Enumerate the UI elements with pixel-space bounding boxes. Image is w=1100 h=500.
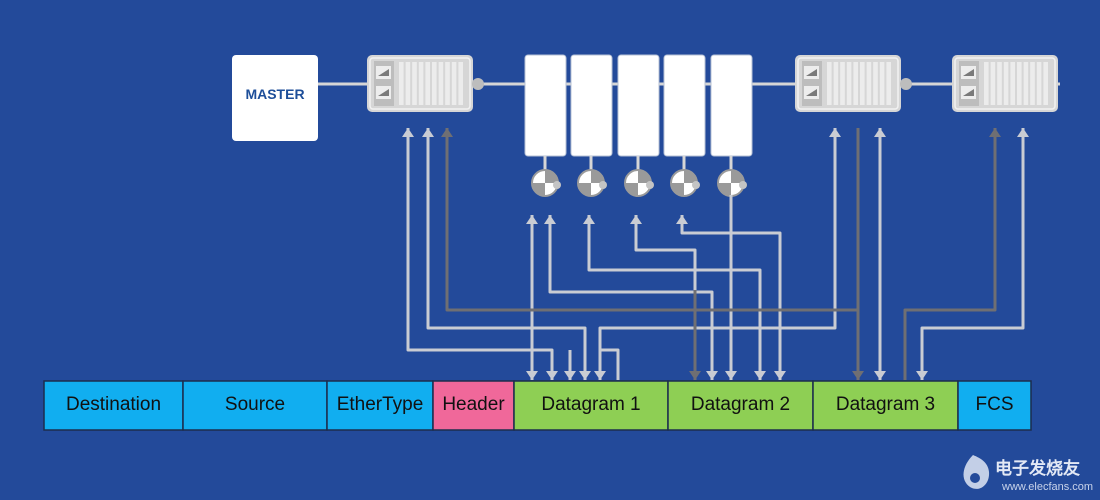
arrow-head-icon	[689, 371, 701, 380]
elecfans-watermark: 电子发烧友 www.elecfans.com	[963, 455, 1093, 493]
data-flow-arrow-9	[874, 128, 886, 380]
data-flow-arrow-11	[725, 195, 737, 380]
drive-motor-icon	[577, 169, 607, 197]
arrow-head-icon	[564, 371, 576, 380]
watermark-url: www.elecfans.com	[1001, 481, 1093, 493]
data-flow-arrow-12	[600, 348, 620, 380]
frame-field-header: Header	[432, 380, 515, 431]
ethernet-frame: Destination Source EtherType Header Datagram…	[43, 380, 1032, 431]
data-flow-arrow-7	[676, 215, 782, 380]
data-flow-arrow-1	[402, 128, 554, 380]
frame-field-label: Datagram 2	[691, 394, 790, 415]
data-flow-arrow-10	[920, 128, 1029, 380]
io-module-3	[952, 55, 1058, 112]
frame-entry-arrow-9	[526, 371, 538, 380]
arrow-head-icon	[441, 128, 453, 137]
arrow-head-icon	[989, 128, 1001, 137]
arrow-head-icon	[402, 128, 414, 137]
frame-field-label: Destination	[66, 394, 161, 415]
arrow-head-icon	[852, 371, 864, 380]
drive-motor-icon	[624, 169, 654, 197]
frame-entry-arrow-1	[546, 371, 558, 380]
terminal-block-3	[617, 54, 660, 197]
arrow-head-icon	[544, 215, 556, 224]
arrow-head-icon	[676, 215, 688, 224]
watermark-glyph: 电子发烧友	[995, 458, 1080, 478]
data-flow-arrow-16	[564, 350, 576, 380]
arrow-head-icon	[583, 215, 595, 224]
frame-field-datagram-3: Datagram 3	[812, 380, 959, 431]
arrow-head-icon	[774, 371, 786, 380]
frame-field-destination: Destination	[43, 380, 184, 431]
terminal-block-5	[710, 54, 753, 197]
data-flow-arrow-5	[583, 215, 762, 380]
arrow-head-icon	[754, 371, 766, 380]
watermark-logo-icon	[963, 455, 990, 489]
terminal-block-2	[570, 54, 613, 197]
data-flow-arrow-2	[422, 128, 587, 380]
frame-entry-arrow-2	[579, 371, 591, 380]
data-flow-arrow-6	[630, 215, 697, 380]
data-flow-arrow-8	[598, 128, 841, 380]
terminal-block-4	[663, 54, 706, 197]
drive-motor-icon	[531, 169, 561, 197]
frame-entry-arrow-8	[916, 371, 928, 380]
arrow-head-icon	[630, 215, 642, 224]
frame-field-label: EtherType	[337, 394, 424, 415]
master-node: MASTER	[232, 55, 318, 141]
io-module-1	[367, 55, 484, 112]
frame-field-label: Datagram 3	[836, 394, 935, 415]
frame-field-label: FCS	[976, 394, 1014, 415]
data-flow-arrow-13	[441, 128, 860, 312]
frame-entry-arrow-6	[774, 371, 786, 380]
data-flow-arrow-17	[689, 290, 701, 380]
data-flow-arrow-15	[903, 128, 1001, 380]
frame-entry-arrow-3	[594, 371, 606, 380]
arrow-head-icon	[526, 215, 538, 224]
frame-field-datagram-1: Datagram 1	[513, 380, 669, 431]
drive-motor-icon	[717, 169, 747, 197]
arrow-head-icon	[422, 128, 434, 137]
arrow-head-icon	[1017, 128, 1029, 137]
frame-entry-arrow-4	[706, 371, 718, 380]
frame-field-source: Source	[182, 380, 328, 431]
frame-field-fcs: FCS	[957, 380, 1032, 431]
ethernet-port-icon	[374, 61, 394, 106]
arrow-head-icon	[579, 371, 591, 380]
frame-entry-arrow-5	[754, 371, 766, 380]
io-module-2	[795, 55, 912, 112]
connector-icon	[472, 78, 484, 90]
data-flow-arrow-4	[544, 215, 714, 380]
frame-field-ethertype: EtherType	[326, 380, 434, 431]
frame-entry-arrow-7	[874, 371, 886, 380]
frame-field-label: Datagram 1	[541, 394, 640, 415]
arrow-head-icon	[829, 128, 841, 137]
data-flow-arrow-3	[526, 215, 538, 380]
data-flow-arrow-14	[852, 310, 864, 380]
arrow-head-icon	[594, 371, 606, 380]
arrow-head-icon	[546, 371, 558, 380]
frame-field-label: Source	[225, 394, 285, 415]
arrow-head-icon	[706, 371, 718, 380]
drive-motor-icon	[670, 169, 700, 197]
arrow-head-icon	[874, 371, 886, 380]
master-label: MASTER	[245, 86, 304, 102]
arrow-head-icon	[916, 371, 928, 380]
frame-field-datagram-2: Datagram 2	[667, 380, 814, 431]
ethernet-port-icon	[959, 61, 979, 106]
connector-icon	[900, 78, 912, 90]
arrow-head-icon	[526, 371, 538, 380]
frame-field-label: Header	[442, 394, 505, 415]
terminal-block-1	[524, 54, 567, 197]
arrow-head-icon	[725, 371, 737, 380]
arrow-head-icon	[874, 128, 886, 137]
ethernet-port-icon	[802, 61, 822, 106]
